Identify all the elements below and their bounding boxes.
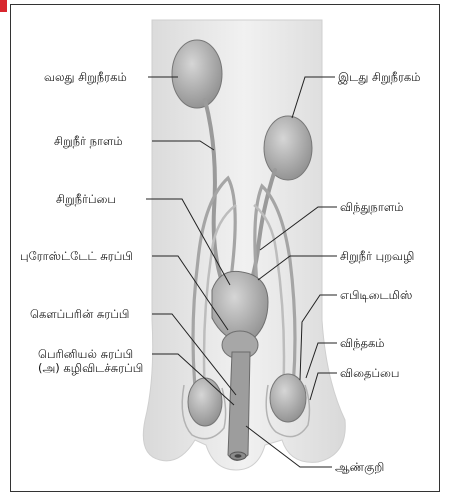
label-right-kidney: வலது சிறுநீரகம் [44, 70, 127, 84]
label-perineal-gland-line1: பெரினியல் சுரப்பி [38, 347, 143, 361]
right-kidney-shape [172, 40, 222, 108]
label-urethra: சிறுநீர் புறவழி [340, 249, 414, 263]
left-kidney-shape [264, 116, 312, 180]
right-testis-shape [270, 374, 306, 422]
label-ureter: சிறுநீர் நாளம் [54, 134, 123, 148]
label-perineal-gland-line2: (அ) கழிவிடச்சுரப்பி [38, 361, 143, 375]
label-left-kidney: இடது சிறுநீரகம் [338, 70, 421, 84]
label-bladder: சிறுநீர்ப்பை [56, 192, 116, 206]
label-vas-deferens: விந்துநாளம் [340, 200, 403, 214]
label-prostate: புரோஸ்ட்டேட் சுரப்பி [20, 249, 133, 263]
label-cowpers-gland: கௌப்பரின் சுரப்பி [30, 307, 129, 321]
label-epididymis: எபிடிடைமிஸ் [340, 288, 412, 302]
label-penis: ஆண்குறி [335, 460, 384, 474]
penis-shape [228, 352, 250, 461]
label-perineal-gland: பெரினியல் சுரப்பி (அ) கழிவிடச்சுரப்பி [38, 347, 143, 375]
left-testis-shape [188, 378, 222, 426]
label-scrotum: விதைப்பை [340, 366, 399, 380]
label-testis: விந்தகம் [340, 336, 385, 350]
